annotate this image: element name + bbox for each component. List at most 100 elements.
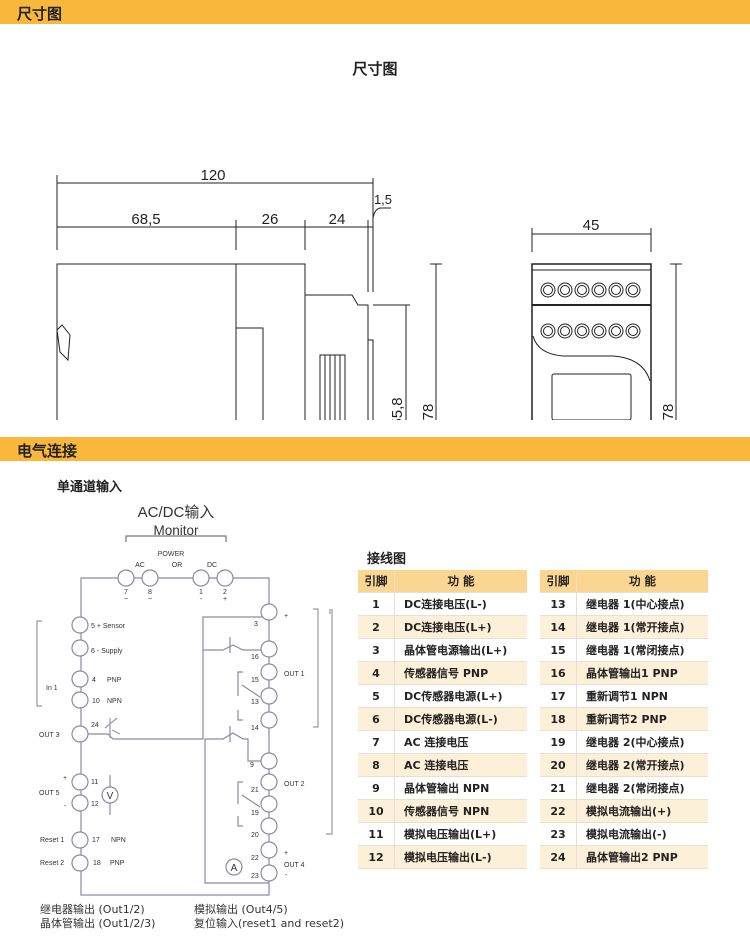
pin-1-label: 1	[199, 589, 203, 596]
pin-22-label: 22	[251, 855, 259, 862]
dim-78-front: 78	[660, 404, 677, 420]
pin-function: 继电器 1(中心接点)	[576, 592, 708, 616]
pin-function: 模拟电压输出(L+)	[394, 822, 527, 846]
wiring-header-1: AC/DC输入	[138, 504, 215, 521]
pin-number: 19	[540, 730, 577, 754]
pin-table-title: 接线图	[367, 552, 407, 567]
npn-reset-label: NPN	[111, 837, 126, 844]
ac-label: AC	[135, 562, 145, 569]
pin-2-label: 2	[223, 589, 227, 596]
terminal-screws	[540, 282, 641, 339]
wiring-subtitle: 单通道输入	[57, 480, 123, 495]
col-pin: 引脚	[358, 570, 395, 593]
dimension-drawing: 120 68,5 26 24 1,5 55,8 78 45 78	[56, 167, 682, 420]
terminal-icon	[71, 831, 89, 849]
pnp-reset-label: PNP	[110, 860, 125, 867]
terminal-icon	[71, 725, 89, 743]
terminal-screw-icon	[625, 282, 641, 298]
pin-24-label: 24	[91, 722, 99, 729]
ammeter-icon	[225, 858, 243, 876]
terminal-icon	[141, 569, 159, 587]
pin-number: 6	[358, 707, 395, 731]
pin-number: 14	[540, 615, 577, 639]
terminal-icon	[71, 854, 89, 872]
pin-function: AC 连接电压	[394, 730, 527, 754]
pin-number: 18	[540, 707, 577, 731]
pin-number: 11	[358, 822, 395, 846]
pin-function: DC连接电压(L+)	[394, 615, 527, 639]
transistor-output-note: 晶体管输出 (Out1/2/3)	[40, 917, 156, 930]
relay-output-note: 继电器输出 (Out1/2)	[40, 903, 145, 916]
pin-number: 9	[358, 776, 395, 800]
pin-number: 24	[540, 845, 577, 869]
terminal-icon	[71, 691, 89, 709]
pin-function: 模拟电流输出(-)	[576, 822, 708, 846]
pin-function: 继电器 2(中心接点)	[576, 730, 708, 754]
pin-number: 16	[540, 661, 577, 685]
pin-16-label: 16	[251, 654, 259, 661]
or-label: OR	[172, 562, 183, 569]
pin-1-sign: -	[200, 596, 203, 603]
col-pin: 引脚	[540, 570, 577, 593]
pin-14-label: 14	[251, 725, 259, 732]
terminal-screw-icon	[577, 326, 587, 336]
analog-output-note: 模拟输出 (Out4/5)	[194, 903, 288, 916]
pin-8-sign: ~	[148, 596, 152, 603]
out5-minus: -	[64, 803, 67, 810]
power-label: POWER	[158, 551, 184, 558]
pin-number: 13	[540, 592, 577, 616]
terminal-icon	[260, 711, 278, 729]
terminal-icon	[260, 817, 278, 835]
pin-21-label: 21	[251, 787, 259, 794]
pin-number: 21	[540, 776, 577, 800]
pin-function: 传感器信号 PNP	[394, 661, 527, 685]
dim-45: 45	[583, 217, 600, 234]
terminal-screw-icon	[577, 285, 587, 295]
out5-plus: +	[63, 775, 67, 782]
npn-label: NPN	[107, 698, 122, 705]
terminal-screw-icon	[628, 285, 638, 295]
terminal-icon	[71, 670, 89, 688]
out4-minus: -	[285, 872, 288, 879]
terminal-icon	[260, 773, 278, 791]
terminal-icon	[260, 603, 278, 621]
voltmeter-icon	[101, 786, 119, 804]
pin-function: DC传感器电源(L-)	[394, 707, 527, 731]
pin-19-label: 19	[251, 810, 259, 817]
pin-number: 7	[358, 730, 395, 754]
terminal-icon	[216, 569, 234, 587]
terminal-screw-icon	[540, 323, 556, 339]
pin-7-sign: ~	[124, 596, 128, 603]
terminal-screw-icon	[574, 282, 590, 298]
terminal-screw-icon	[608, 282, 624, 298]
terminal-screw-icon	[557, 282, 573, 298]
pin-function: 模拟电流输出(+)	[576, 799, 708, 823]
reset2-label: Reset 2	[40, 860, 64, 867]
pin-10-label: 10	[92, 698, 100, 705]
terminal-screw-icon	[574, 323, 590, 339]
pnp-label: PNP	[107, 677, 122, 684]
terminal-icon	[71, 773, 89, 791]
pin-3-plus: +	[284, 613, 288, 620]
out5-label: OUT 5	[39, 790, 60, 797]
terminal-screw-icon	[560, 285, 570, 295]
terminal-screw-icon	[611, 326, 621, 336]
in1-label: In 1	[46, 685, 58, 692]
pin-23-label: 23	[251, 873, 259, 880]
dim-24: 24	[329, 211, 346, 228]
terminal-icon	[71, 794, 89, 812]
pin-function: 继电器 2(常开接点)	[576, 753, 708, 777]
pin-13-label: 13	[251, 699, 259, 706]
